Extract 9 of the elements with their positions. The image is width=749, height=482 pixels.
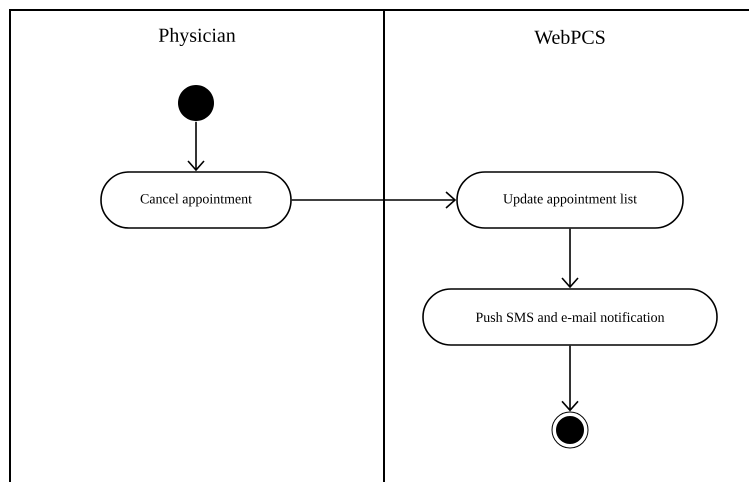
arrow [561, 228, 579, 288]
action-box: Update appointment list [456, 171, 684, 229]
action-box: Push SMS and e-mail notification [422, 288, 718, 346]
arrow [292, 191, 456, 209]
end-node [552, 412, 588, 448]
arrow [187, 122, 205, 172]
start-node [178, 85, 214, 121]
arrow [561, 346, 579, 412]
action-box: Cancel appointment [100, 171, 292, 229]
